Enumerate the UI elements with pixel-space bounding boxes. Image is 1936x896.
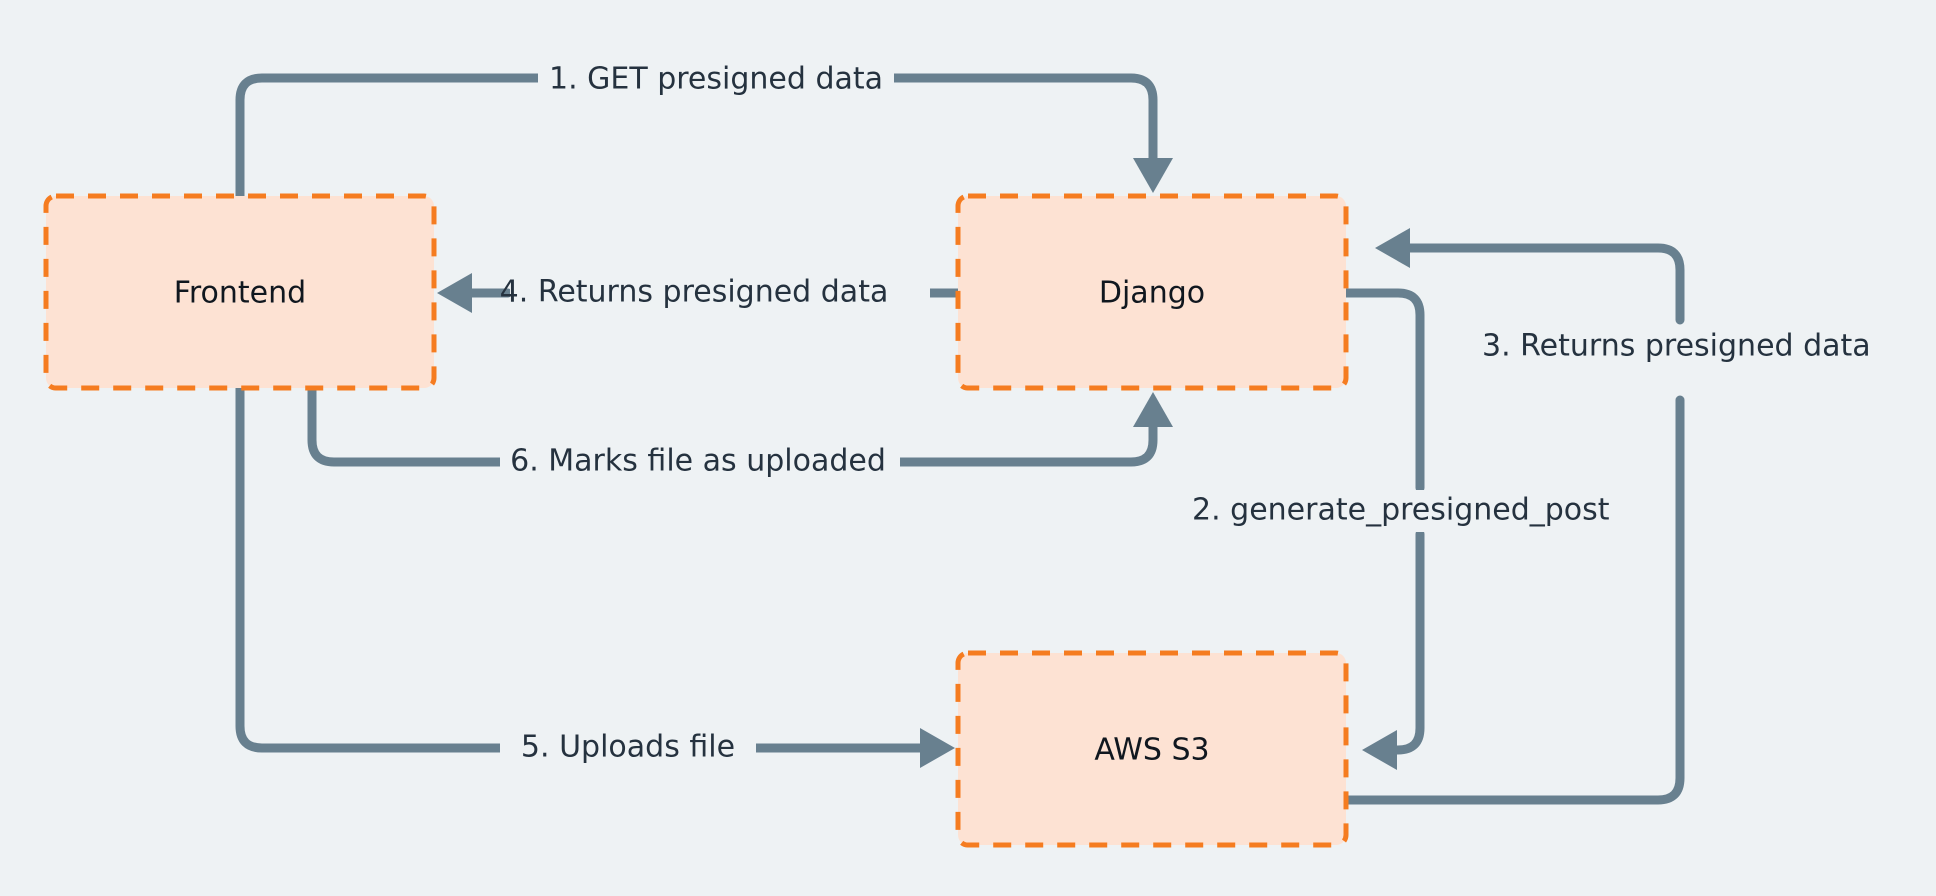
node-frontend-label: Frontend xyxy=(174,276,306,311)
edge-6-path-b xyxy=(895,413,1158,467)
node-aws-s3-label: AWS S3 xyxy=(1094,733,1209,768)
edge-2-arrowhead xyxy=(1362,730,1397,770)
edge-3-label-bg xyxy=(1478,326,1922,368)
node-frontend-box[interactable] xyxy=(43,193,437,391)
edge-4-arrowhead xyxy=(437,273,472,313)
node-django[interactable]: Django xyxy=(955,193,1349,391)
edge-5-uploads-file: 5. Uploads file xyxy=(235,383,955,769)
edge-5-path-a xyxy=(235,383,505,753)
edge-6-label-bg xyxy=(500,441,900,483)
edge-2-path-a xyxy=(1341,288,1425,493)
edge-4-label-bg xyxy=(510,272,930,314)
edge-3-path-b xyxy=(1395,243,1685,325)
edge-6-arrowhead xyxy=(1133,392,1173,427)
edge-6-marks-file-as-uploaded: 6. Marks file as uploaded xyxy=(307,383,1173,483)
edge-5-label: 5. Uploads file xyxy=(521,730,735,765)
node-django-label: Django xyxy=(1099,276,1205,311)
edge-1-get-presigned-data: 1. GET presigned data xyxy=(235,58,1173,201)
edge-2-label: 2. generate_presigned_post xyxy=(1192,493,1610,528)
edge-5-label-bg xyxy=(500,727,756,769)
edge-1-path xyxy=(235,73,877,201)
edge-4-label: 4. Returns presigned data xyxy=(500,275,889,310)
edge-1-path-b xyxy=(887,73,1158,173)
edge-1-label: 1. GET presigned data xyxy=(549,62,883,97)
edge-1-arrowhead xyxy=(1133,158,1173,193)
edge-2-generate-presigned-post: 2. generate_presigned_post xyxy=(1190,288,1658,770)
edge-3-label: 3. Returns presigned data xyxy=(1482,329,1871,364)
edge-5-arrowhead xyxy=(920,728,955,768)
edge-2-path-b xyxy=(1383,529,1425,755)
node-django-box[interactable] xyxy=(955,193,1349,391)
edge-3-path-a xyxy=(1341,395,1685,805)
edge-3-arrowhead xyxy=(1375,228,1410,268)
edge-1-label-bg xyxy=(538,58,894,100)
node-frontend[interactable]: Frontend xyxy=(43,193,437,391)
edge-6-label: 6. Marks file as uploaded xyxy=(510,444,886,479)
node-aws-s3-box[interactable] xyxy=(955,650,1349,848)
edge-2-label-bg xyxy=(1190,490,1658,532)
edge-3-returns-presigned-data: 3. Returns presigned data xyxy=(1341,228,1922,805)
edge-4-returns-presigned-data: 4. Returns presigned data xyxy=(437,272,963,314)
edge-6-path-a xyxy=(307,383,505,467)
node-aws-s3[interactable]: AWS S3 xyxy=(955,650,1349,848)
